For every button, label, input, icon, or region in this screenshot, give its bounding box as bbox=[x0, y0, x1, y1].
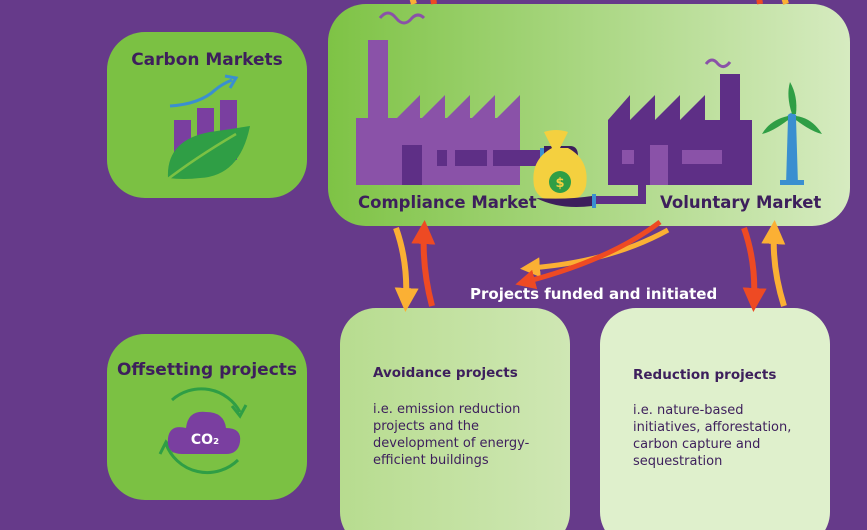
top-arrow-left-2 bbox=[430, 0, 437, 5]
offsetting-projects-card: Offsetting projects bbox=[107, 334, 307, 500]
projects-funded-label: Projects funded and initiated bbox=[470, 285, 718, 303]
arrow-reduction-to-voluntary bbox=[761, 220, 787, 307]
reduction-projects-box bbox=[600, 308, 830, 530]
arrow-compliance-to-avoidance bbox=[393, 227, 419, 312]
reduction-projects-description: i.e. nature-based initiatives, afforesta… bbox=[633, 403, 792, 469]
carbon-markets-card: Carbon Markets bbox=[107, 32, 307, 198]
leaf-icon bbox=[163, 126, 250, 183]
money-bag-icon: $ bbox=[533, 130, 587, 202]
arrow-voluntary-funding-yellow bbox=[520, 227, 670, 278]
co2-label: CO₂ bbox=[191, 432, 219, 448]
arrow-avoidance-to-compliance bbox=[411, 220, 436, 307]
reduction-projects-title: Reduction projects bbox=[633, 367, 777, 383]
offsetting-projects-title: Offsetting projects bbox=[116, 360, 298, 380]
currency-symbol: $ bbox=[555, 176, 564, 191]
avoidance-projects-title: Avoidance projects bbox=[373, 365, 518, 381]
voluntary-factory-icon bbox=[536, 58, 752, 208]
voluntary-market-label: Voluntary Market bbox=[660, 193, 822, 212]
co2-cycle-icon bbox=[158, 387, 248, 475]
top-arrow-right bbox=[756, 0, 763, 5]
wind-turbine-icon bbox=[762, 82, 822, 185]
avoidance-projects-description: i.e. emission reduction projects and the… bbox=[373, 402, 530, 468]
arrow-voluntary-funding-red bbox=[515, 220, 662, 290]
arrow-voluntary-to-reduction bbox=[741, 227, 767, 312]
top-arrow-left bbox=[409, 0, 417, 5]
carbon-markets-title: Carbon Markets bbox=[131, 50, 283, 70]
compliance-market-label: Compliance Market bbox=[358, 193, 537, 212]
avoidance-projects-box bbox=[340, 308, 570, 530]
top-arrow-right-2 bbox=[781, 0, 789, 5]
